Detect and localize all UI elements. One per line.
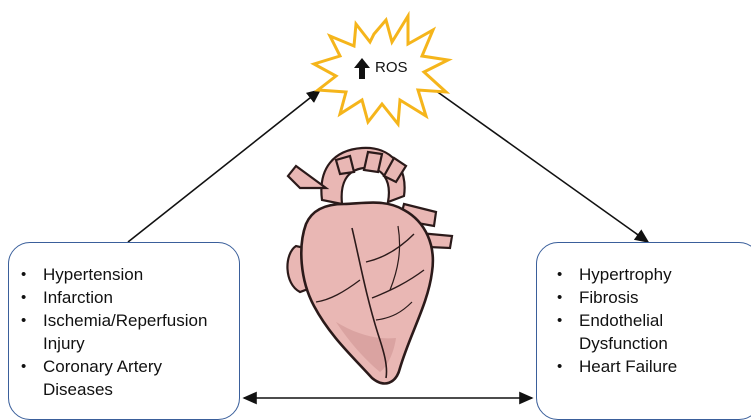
ros-label: ROS (375, 59, 408, 76)
vessel-top-a (336, 156, 354, 174)
arrow-left-to-ros (128, 90, 320, 242)
list-item: Hypertension (21, 263, 207, 286)
causes-box: Hypertension Infarction Ischemia/Reperfu… (8, 242, 240, 420)
vessel-left (288, 166, 326, 188)
list-item: Hypertrophy (557, 263, 677, 286)
arrow-ros-to-right (432, 88, 648, 242)
consequences-box: Hypertrophy Fibrosis EndothelialDysfunct… (536, 242, 751, 420)
list-item: Heart Failure (557, 355, 677, 378)
consequences-list: Hypertrophy Fibrosis EndothelialDysfunct… (557, 263, 677, 378)
causes-list: Hypertension Infarction Ischemia/Reperfu… (21, 263, 207, 401)
vessel-top-b (364, 152, 382, 172)
heart-illustration (287, 148, 452, 384)
list-item: Fibrosis (557, 286, 677, 309)
list-item: Infarction (21, 286, 207, 309)
